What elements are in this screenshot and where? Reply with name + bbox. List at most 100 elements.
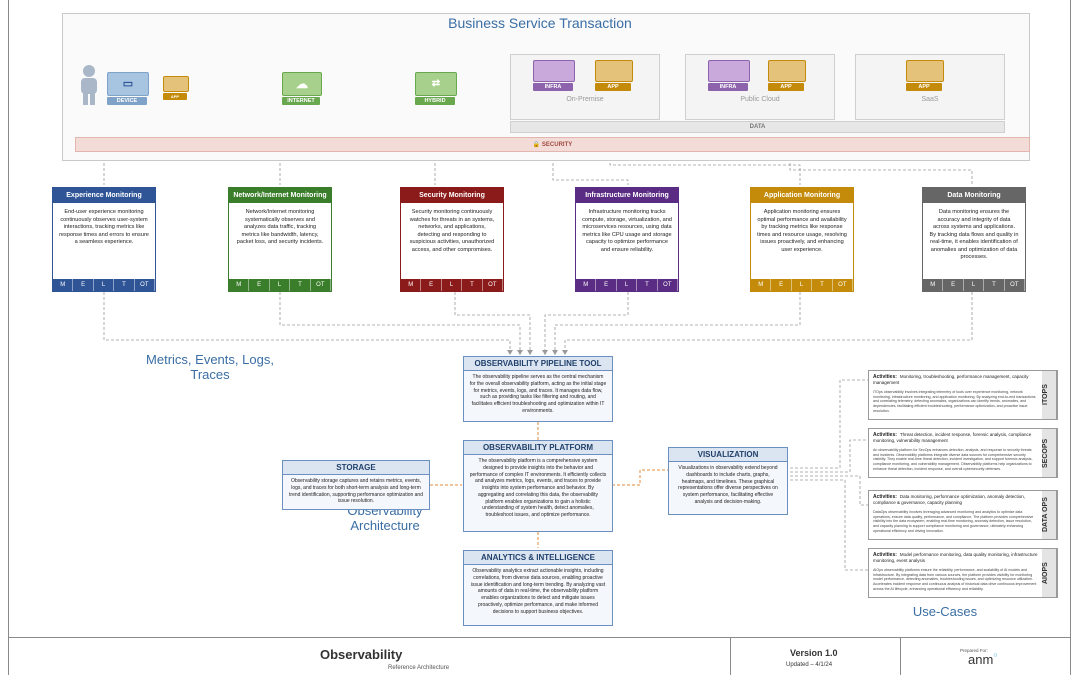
- internet-node: ☁ INTERNET: [282, 72, 322, 105]
- telemetry-tag: M: [53, 279, 74, 291]
- usecase-activities-label: Activities:: [873, 494, 897, 500]
- on-premise-label: On-Premise: [566, 96, 604, 103]
- usecase-box: Activities:Data monitoring, performance …: [868, 490, 1058, 540]
- pipeline-box: OBSERVABILITY PIPELINE TOOL The observab…: [463, 356, 613, 422]
- cloud-icon: ☁: [282, 72, 322, 96]
- usecase-activities-label: Activities:: [873, 374, 897, 380]
- telemetry-tag: T: [290, 279, 311, 291]
- telemetry-tag: OT: [1005, 279, 1025, 291]
- telemetry-tag: T: [812, 279, 833, 291]
- analytics-title: ANALYTICS & INTELLIGENCE: [464, 551, 612, 565]
- app-window-icon: [906, 60, 944, 82]
- usecases-label: Use-Cases: [912, 604, 978, 619]
- telemetry-tag: L: [792, 279, 813, 291]
- telemetry-tag: T: [984, 279, 1005, 291]
- visualization-body: Visualizations in observability extend b…: [678, 465, 778, 505]
- telemetry-tag: L: [617, 279, 638, 291]
- telemetry-tag: OT: [833, 279, 853, 291]
- anm-logo: anm○: [968, 652, 998, 667]
- security-label: SECURITY: [541, 142, 573, 148]
- telemetry-tag: E: [249, 279, 270, 291]
- telemetry-tag: E: [73, 279, 94, 291]
- app-small-label: APP: [163, 93, 187, 100]
- monitoring-card-body: End-user experience monitoring continuou…: [59, 209, 149, 246]
- security-strip: 🔒 SECURITY: [75, 137, 1030, 152]
- usecase-box: Activities:Model performance monitoring,…: [868, 548, 1058, 598]
- telemetry-tag: L: [270, 279, 291, 291]
- server-icon: [533, 60, 575, 82]
- usecase-tab: DATA OPS: [1042, 491, 1057, 539]
- telemetry-tag: T: [114, 279, 135, 291]
- telemetry-tag: M: [751, 279, 772, 291]
- app-icon: [163, 76, 189, 92]
- footer-version: Version 1.0: [790, 648, 838, 658]
- monitoring-card-body: Security monitoring continuously watches…: [409, 209, 495, 253]
- usecase-tab: ITOPS: [1042, 371, 1057, 419]
- platform-body: The observability platform is a comprehe…: [469, 458, 607, 518]
- laptop-icon: ▭: [107, 72, 149, 96]
- telemetry-tag: T: [462, 279, 483, 291]
- telemetry-tag: E: [943, 279, 964, 291]
- usecase-box: Activities:Threat detection, incident re…: [868, 428, 1058, 478]
- telemetry-tag: M: [923, 279, 944, 291]
- app-node-3: APP: [906, 60, 944, 91]
- platform-title: OBSERVABILITY PLATFORM: [464, 441, 612, 455]
- monitoring-card-title: Data Monitoring: [923, 188, 1025, 203]
- app-small-node: APP: [163, 76, 189, 100]
- telemetry-tag: M: [229, 279, 250, 291]
- telemetry-tag: OT: [311, 279, 331, 291]
- telemetry-tag: M: [401, 279, 422, 291]
- lock-icon: 🔒: [532, 142, 541, 148]
- usecase-activities-label: Activities:: [873, 432, 897, 438]
- usecase-activities-label: Activities:: [873, 552, 897, 558]
- monitoring-card-body: Network/Internet monitoring systematical…: [236, 209, 324, 246]
- analytics-box: ANALYTICS & INTELLIGENCE Observability a…: [463, 550, 613, 626]
- server-icon: [708, 60, 750, 82]
- telemetry-tag: L: [442, 279, 463, 291]
- footer-title: Observability: [320, 647, 403, 662]
- device-label: DEVICE: [107, 97, 147, 105]
- usecase-activities: Threat detection, incident response, for…: [873, 432, 1032, 443]
- usecase-activities: Monitoring, troubleshooting, performance…: [873, 374, 1029, 385]
- monitoring-card-title: Application Monitoring: [751, 188, 853, 203]
- infra-node-2: INFRA: [708, 60, 750, 91]
- monitoring-card-body: Data monitoring ensures the accuracy and…: [929, 209, 1019, 261]
- telemetry-tag: OT: [658, 279, 678, 291]
- telemetry-tag: OT: [483, 279, 503, 291]
- device-node: ▭ DEVICE: [107, 72, 149, 105]
- footer-subtitle: Reference Architecture: [388, 665, 450, 671]
- analytics-body: Observability analytics extract actionab…: [470, 568, 606, 615]
- monitoring-card-title: Security Monitoring: [401, 188, 503, 203]
- usecase-activities: Model performance monitoring, data quali…: [873, 552, 1038, 563]
- saas-label: SaaS: [921, 96, 939, 103]
- app-node-2: APP: [768, 60, 806, 91]
- infra-node-1: INFRA: [533, 60, 575, 91]
- monitoring-card-title: Experience Monitoring: [53, 188, 155, 203]
- visualization-box: VISUALIZATION Visualizations in observab…: [668, 447, 788, 515]
- footer-updated: Updated – 4/1/24: [786, 662, 833, 668]
- hybrid-label: HYBRID: [415, 97, 455, 105]
- footer-prepared: Prepared For:: [960, 648, 988, 653]
- business-transaction-title: Business Service Transaction: [448, 15, 632, 31]
- app-window-icon: [595, 60, 633, 82]
- monitoring-card-body: Application monitoring ensures optimal p…: [757, 209, 847, 253]
- infra-label-1: INFRA: [533, 83, 573, 91]
- storage-box: STORAGE Observability storage captures a…: [282, 460, 430, 510]
- data-strip: DATA: [510, 121, 1005, 133]
- pipeline-body: The observability pipeline serves as the…: [469, 374, 607, 414]
- usecase-description: AIOps observability platforms ensure the…: [873, 568, 1037, 591]
- usecase-activities: Data monitoring, performance optimizatio…: [873, 494, 1025, 505]
- pipeline-title: OBSERVABILITY PIPELINE TOOL: [464, 357, 612, 371]
- monitoring-card-title: Infrastructure Monitoring: [576, 188, 678, 203]
- app-label-2: APP: [768, 83, 804, 91]
- usecase-box: Activities:Monitoring, troubleshooting, …: [868, 370, 1058, 420]
- infra-label-2: INFRA: [708, 83, 748, 91]
